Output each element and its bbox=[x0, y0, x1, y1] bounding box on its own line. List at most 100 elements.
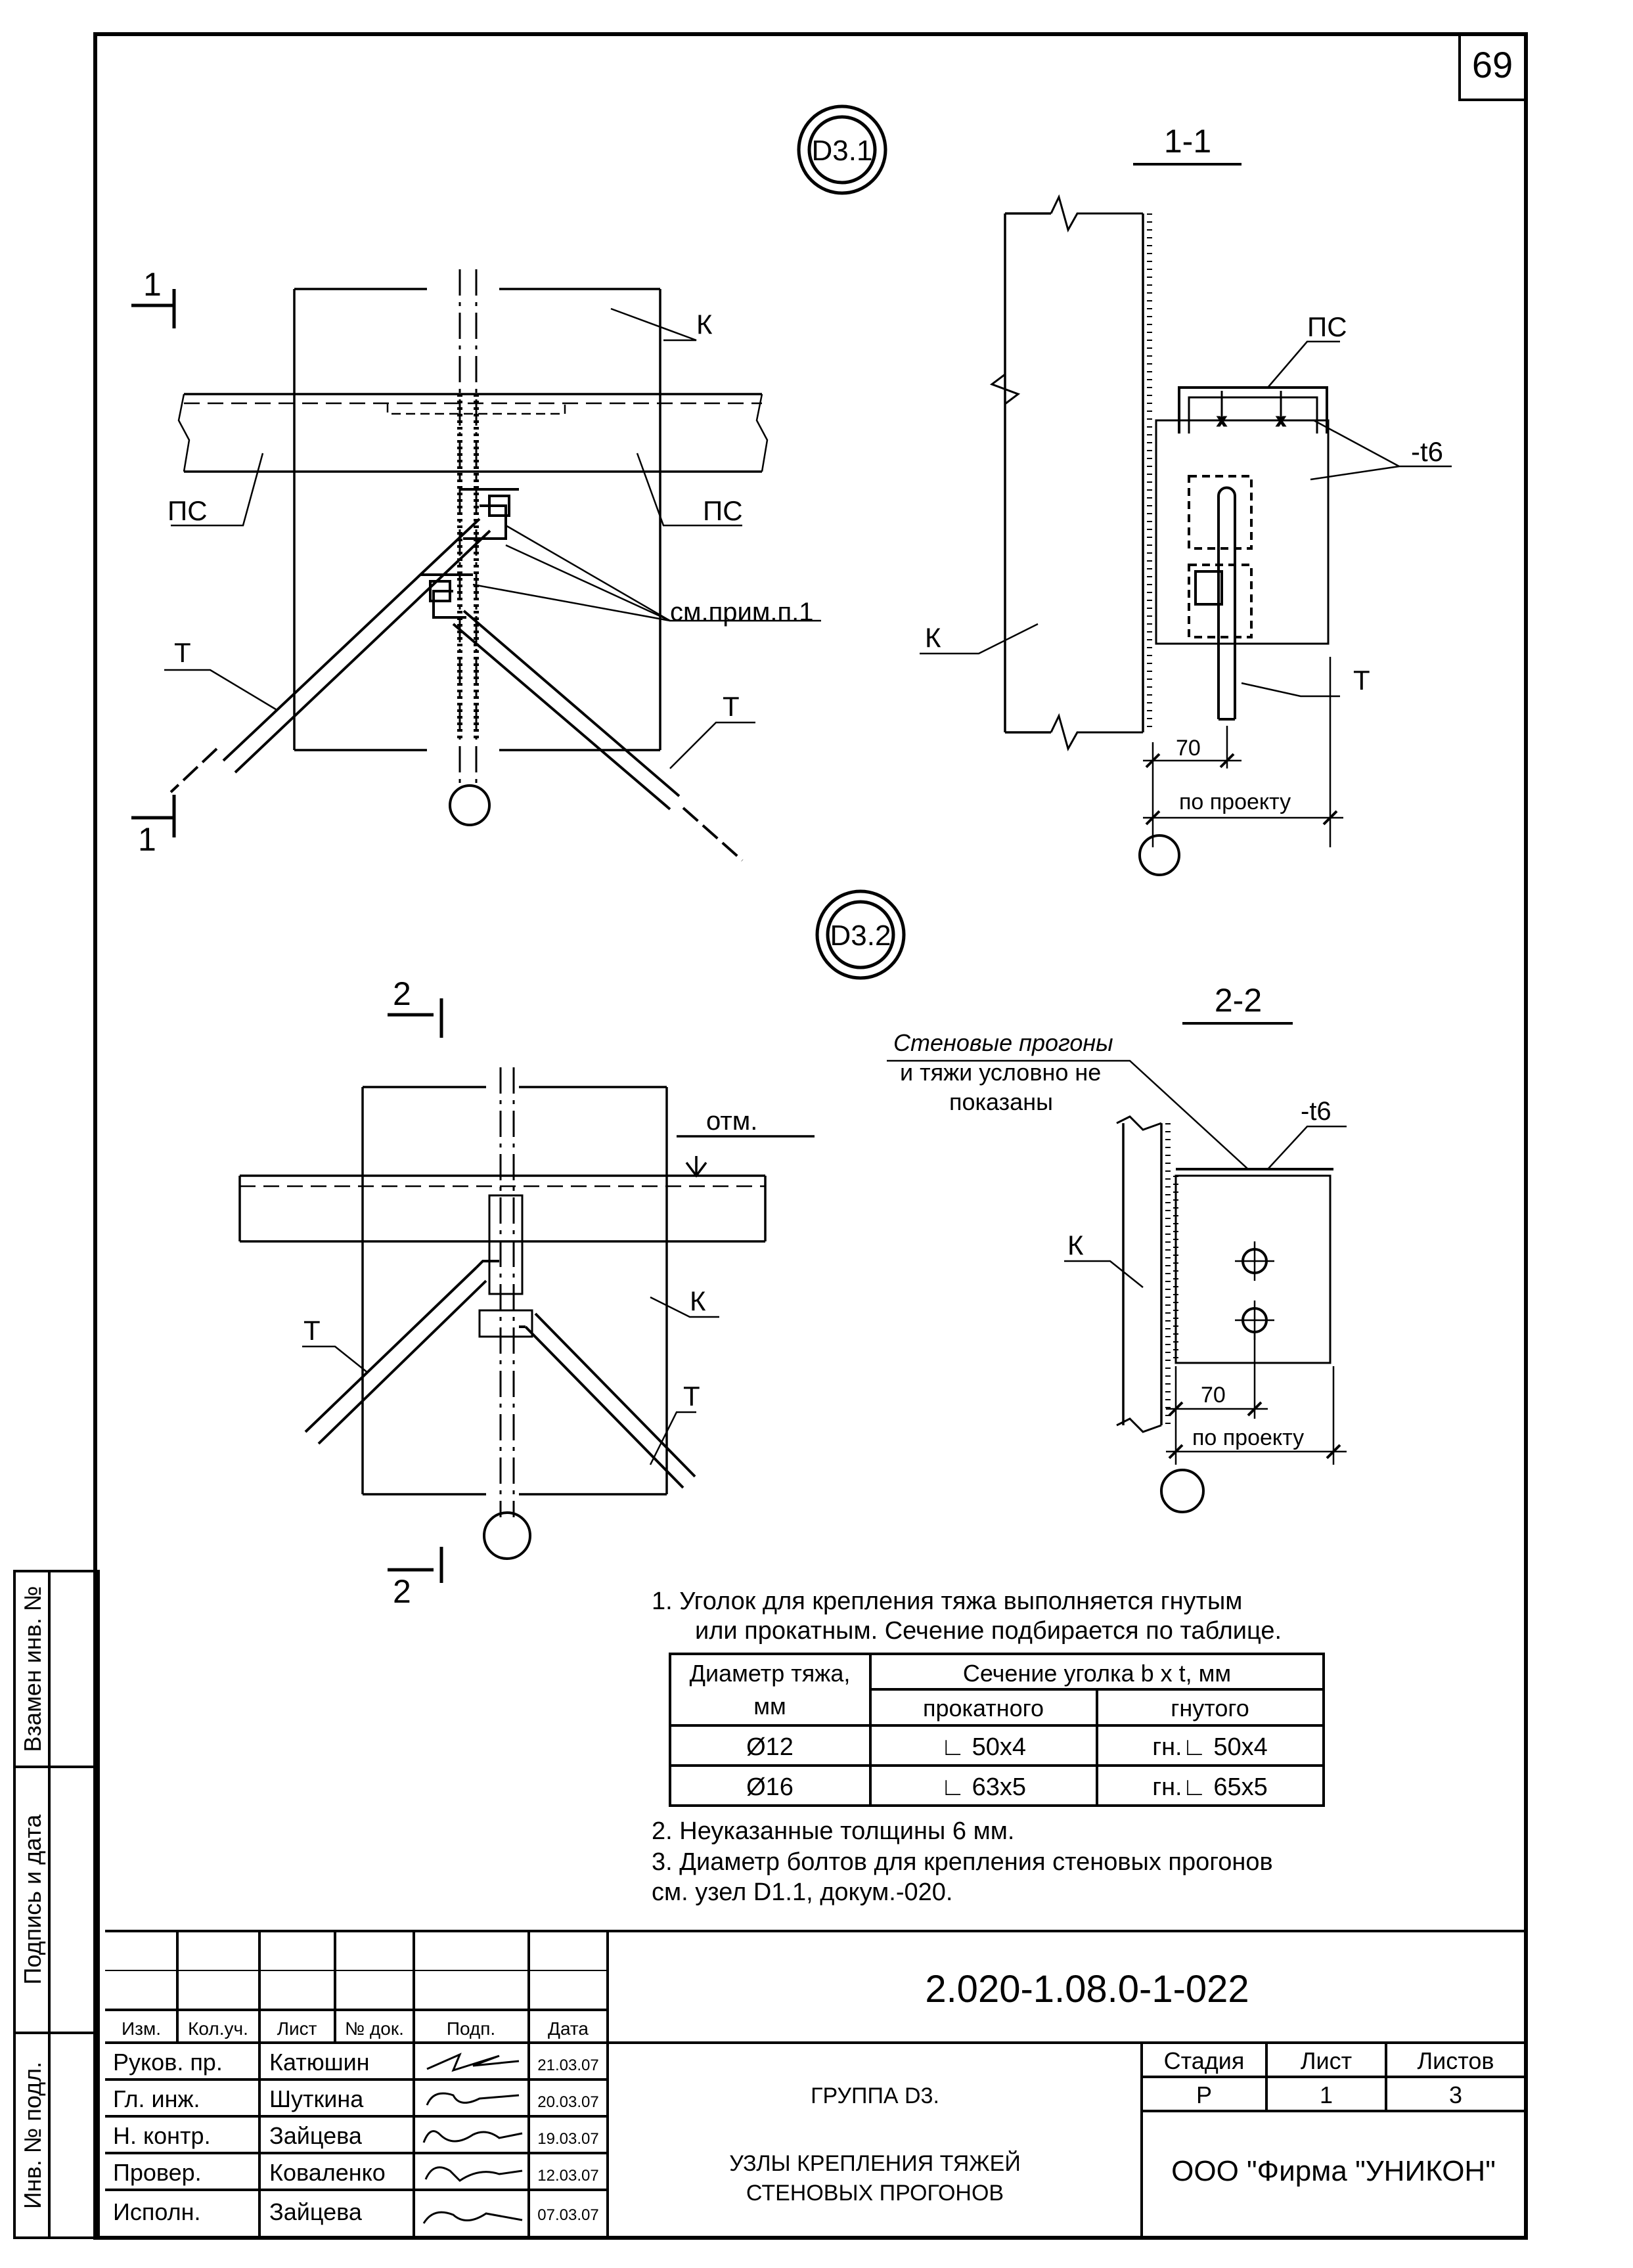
sheet-header: Лист bbox=[1301, 2047, 1352, 2074]
axis-marker-d3-1 bbox=[449, 784, 491, 826]
name-3: Зайцева bbox=[269, 2122, 363, 2149]
name-1: Катюшин bbox=[269, 2049, 370, 2076]
leaders-d3-1 bbox=[164, 307, 821, 769]
date-1: 21.03.07 bbox=[537, 2057, 598, 2074]
label-k-2-2: К bbox=[1067, 1230, 1084, 1260]
side-stamp-replaced: Взамен инв. № bbox=[19, 1586, 46, 1752]
tie-rod-left bbox=[169, 518, 491, 793]
hdr-list: Лист bbox=[277, 2018, 317, 2039]
plate-2-2 bbox=[1173, 1168, 1333, 1364]
name-4: Коваленко bbox=[269, 2159, 386, 2186]
svg-text:x: x bbox=[1218, 412, 1226, 430]
cut-label-2-top: 2 bbox=[393, 975, 411, 1012]
tie-rod-section bbox=[1194, 486, 1236, 721]
label-otm: отм. bbox=[706, 1107, 757, 1136]
s22-note-line2: и тяжи условно не bbox=[900, 1059, 1101, 1086]
label-t6-1-1: -t6 bbox=[1411, 436, 1443, 467]
table-row-2-bent: гн.∟ 65x5 bbox=[1152, 1773, 1268, 1801]
note-1-line1: 1. Уголок для крепления тяжа выполняется… bbox=[652, 1588, 1242, 1615]
role-5: Исполн. bbox=[113, 2198, 201, 2225]
signatures bbox=[422, 2053, 523, 2224]
label-ps-left-d3-1: ПС bbox=[168, 495, 208, 526]
label-k-1-1: К bbox=[925, 622, 941, 653]
section-1-1: 1-1 x x bbox=[920, 123, 1452, 876]
view-d3-2: D3.2 bbox=[238, 889, 906, 1610]
name-5: Зайцева bbox=[269, 2198, 363, 2225]
dim-project-1-1: по проекту bbox=[1179, 789, 1291, 814]
dim-70-2-2: 70 bbox=[1201, 1383, 1226, 1408]
section-2-2: 2-2 Стеновые прогоны и тяжи условно не п… bbox=[887, 982, 1347, 1513]
table-header-bent: гнутого bbox=[1171, 1695, 1249, 1722]
note-3-line2: см. узел D1.1, докум.-020. bbox=[652, 1879, 952, 1906]
table-header-diam-1: Диаметр тяжа, bbox=[690, 1660, 851, 1687]
table-row-1-bent: гн.∟ 50x4 bbox=[1152, 1733, 1268, 1761]
axis-marker-2-2 bbox=[1160, 1469, 1205, 1513]
sheet-number: 69 bbox=[1472, 44, 1513, 85]
svg-text:x: x bbox=[1277, 412, 1285, 430]
sheets-header: Листов bbox=[1418, 2047, 1494, 2074]
view-d3-1: D3.1 bbox=[131, 104, 887, 862]
dimensions-2-2 bbox=[1166, 1333, 1347, 1465]
date-2: 20.03.07 bbox=[537, 2093, 598, 2111]
s22-note-line1: Стеновые прогоны bbox=[893, 1029, 1113, 1056]
label-t-right-d3-2: Т bbox=[683, 1381, 700, 1412]
callout-d3-1 bbox=[797, 104, 887, 195]
leaders-2-2 bbox=[887, 1059, 1347, 1288]
cut-mark-2 bbox=[388, 998, 443, 1583]
stage-header: Стадия bbox=[1164, 2047, 1245, 2074]
column-k-section bbox=[989, 194, 1152, 751]
notes: 1. Уголок для крепления тяжа выполняется… bbox=[652, 1588, 1282, 1906]
leaders-1-1 bbox=[920, 340, 1452, 698]
label-t-1-1: Т bbox=[1353, 665, 1370, 696]
label-ps-right-d3-1: ПС bbox=[703, 495, 743, 526]
table-header-section: Сечение уголка b x t, мм bbox=[963, 1660, 1231, 1687]
callout-d3-2 bbox=[815, 889, 906, 980]
cut-label-1-top: 1 bbox=[143, 266, 162, 303]
s22-note-line3: показаны bbox=[949, 1088, 1053, 1115]
side-stamp bbox=[13, 1570, 100, 2239]
title-line-1: УЗЛЫ КРЕПЛЕНИЯ ТЯЖЕЙ bbox=[729, 2151, 1021, 2176]
note-2: 2. Неуказанные толщины 6 мм. bbox=[652, 1817, 1014, 1845]
tie-rods-d3-2 bbox=[304, 1260, 696, 1489]
label-t-right-d3-1: Т bbox=[723, 691, 740, 722]
role-3: Н. контр. bbox=[113, 2122, 211, 2149]
column-k bbox=[293, 288, 661, 751]
role-4: Провер. bbox=[113, 2159, 202, 2186]
title-block bbox=[105, 1930, 1526, 2238]
section-1-1-title: 1-1 bbox=[1164, 123, 1211, 160]
label-note-ref: см.прим.п.1 bbox=[670, 598, 814, 627]
callout-d3-2-label: D3.2 bbox=[830, 920, 891, 952]
doc-code: 2.020-1.08.0-1-022 bbox=[925, 1968, 1249, 2011]
label-t-left-d3-1: Т bbox=[174, 637, 191, 668]
hdr-izm: Изм. bbox=[122, 2018, 161, 2039]
bolt-marks-section: x x bbox=[1217, 391, 1286, 431]
title-line-2: СТЕНОВЫХ ПРОГОНОВ bbox=[746, 2181, 1004, 2206]
note-1-line2: или прокатным. Сечение подбирается по та… bbox=[695, 1617, 1282, 1645]
label-t6-2-2: -t6 bbox=[1301, 1097, 1331, 1126]
label-k-d3-2: К bbox=[690, 1285, 706, 1316]
date-3: 19.03.07 bbox=[537, 2130, 598, 2148]
table-row-1-rolled: ∟ 50x4 bbox=[941, 1733, 1026, 1761]
section-table: Диаметр тяжа, мм Сечение уголка b x t, м… bbox=[669, 1653, 1325, 1807]
purlin-ps bbox=[177, 393, 769, 473]
dim-70-1-1: 70 bbox=[1176, 736, 1201, 761]
role-1: Руков. пр. bbox=[113, 2049, 223, 2076]
dim-project-2-2: по проекту bbox=[1192, 1425, 1304, 1450]
label-ps-1-1: ПС bbox=[1307, 311, 1347, 342]
date-5: 07.03.07 bbox=[537, 2206, 598, 2224]
note-3-line1: 3. Диаметр болтов для крепления стеновых… bbox=[652, 1848, 1273, 1876]
role-2: Гл. инж. bbox=[113, 2085, 200, 2112]
hdr-kol: Кол.уч. bbox=[188, 2018, 248, 2039]
cut-mark-1 bbox=[131, 289, 176, 837]
purlin-d3-2 bbox=[238, 1135, 815, 1243]
leaders-d3-2 bbox=[302, 1296, 719, 1465]
section-2-2-title: 2-2 bbox=[1215, 982, 1262, 1019]
hdr-podp: Подп. bbox=[447, 2018, 495, 2039]
table-row-1-diam: Ø12 bbox=[746, 1733, 794, 1761]
date-4: 12.03.07 bbox=[537, 2167, 598, 2185]
cut-label-1-bottom: 1 bbox=[138, 821, 156, 858]
purlin-channel-section bbox=[1155, 386, 1330, 645]
column-k-d3-2 bbox=[361, 1086, 668, 1496]
column-k-section-2-2 bbox=[1116, 1115, 1171, 1433]
